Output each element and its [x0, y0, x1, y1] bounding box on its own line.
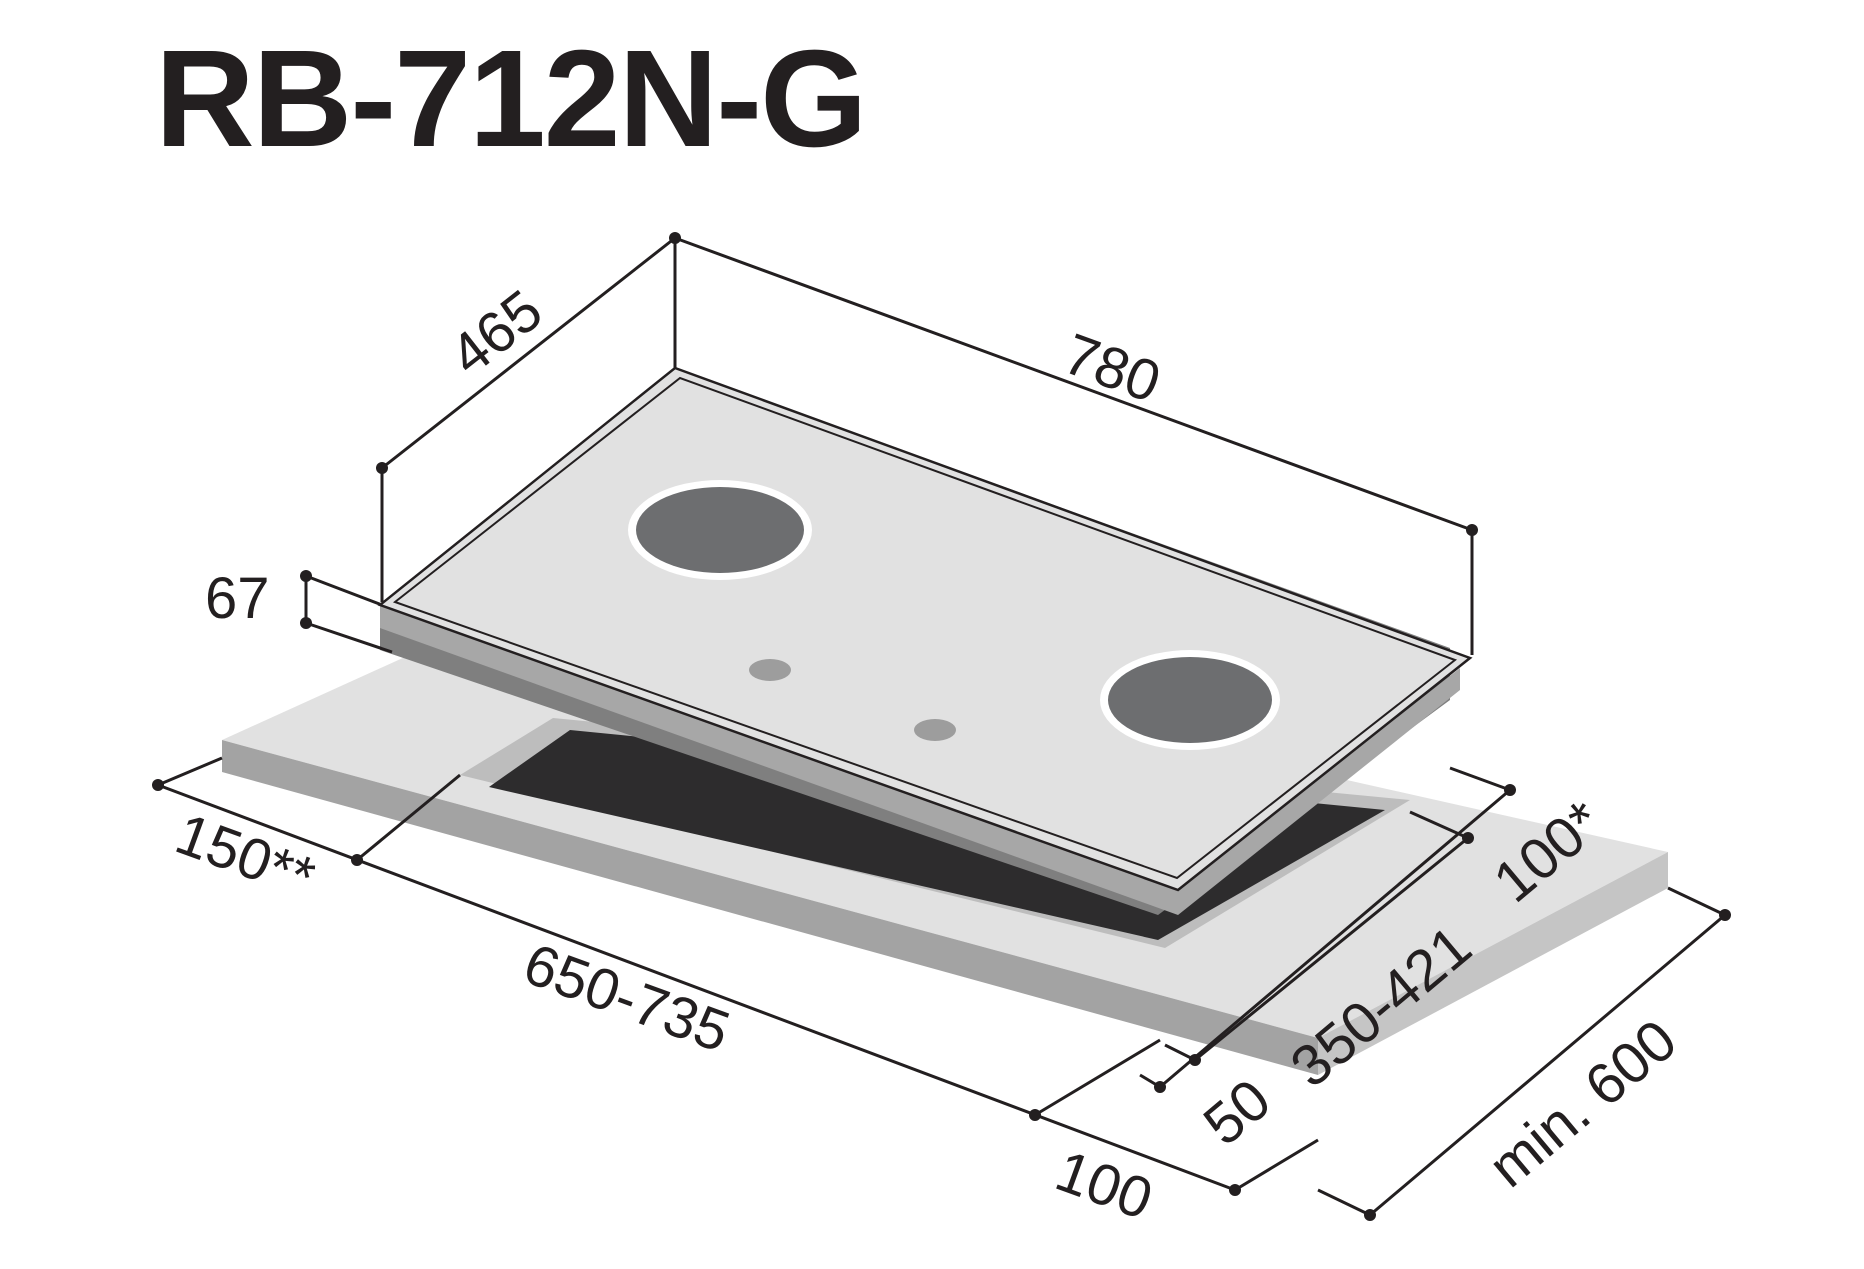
label-right-clearance: 100 [1048, 1138, 1161, 1232]
label-depth-465: 465 [438, 277, 554, 388]
cooktop-inner-border [392, 376, 1458, 880]
model-title: RB-712N-G [155, 22, 867, 176]
countertop-front-edge [222, 740, 1318, 1075]
control-knob-left [749, 659, 791, 681]
burner-right [1108, 657, 1272, 743]
cooktop [377, 366, 1473, 915]
control-knob-right [914, 719, 956, 741]
label-width-780: 780 [1056, 321, 1169, 415]
label-height-67: 67 [205, 566, 270, 631]
burner-left [636, 487, 804, 573]
dimension-lines [152, 232, 1731, 1221]
label-front-offset: 50 [1192, 1067, 1283, 1158]
countertop-right-edge [1318, 852, 1668, 1075]
label-cutout-width: 650-735 [516, 931, 738, 1065]
